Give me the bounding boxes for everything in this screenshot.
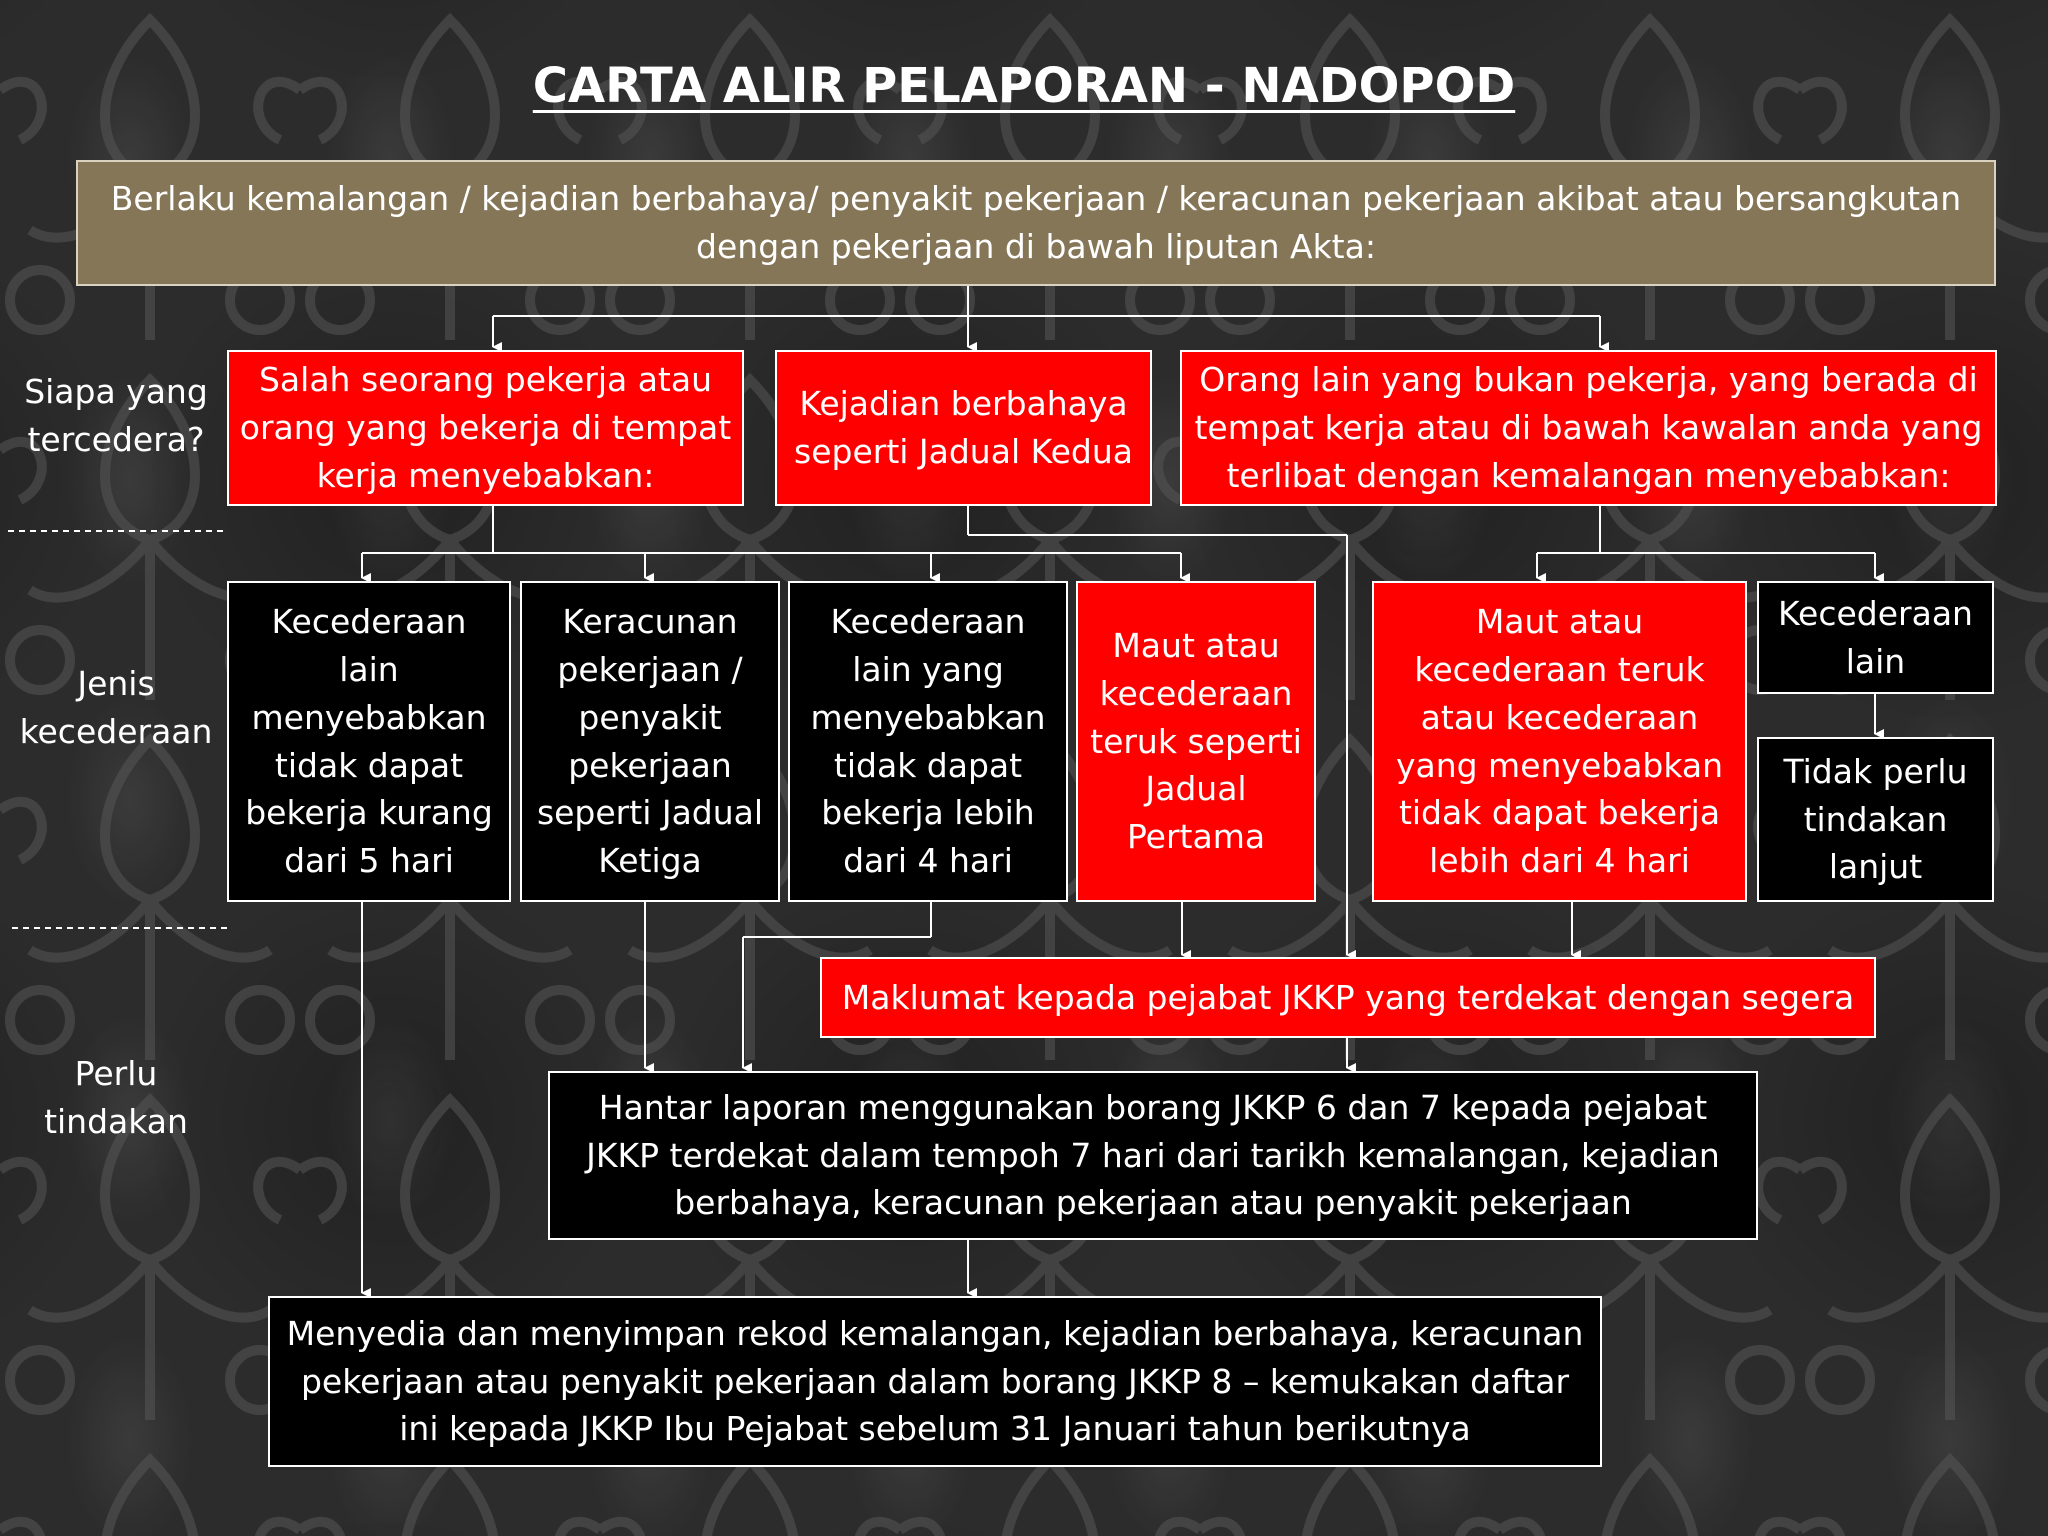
notify-jkkp-text: Maklumat kepada pejabat JKKP yang terdek… <box>841 977 1855 1017</box>
keep-records-text: Menyedia dan menyimpan rekod kemalangan,… <box>286 1313 1584 1449</box>
row-label-action: Perlu tindakan <box>44 1054 188 1141</box>
no-further-action-box: Tidak perlu tindakan lanjut <box>1757 737 1994 902</box>
death-serious-injury-box: Maut atau kecederaan teruk seperti Jadua… <box>1076 581 1316 902</box>
others-text: Orang lain yang bukan pekerja, yang bera… <box>1194 360 1983 495</box>
occupational-poisoning-text: Keracunan pekerjaan / penyakit pekerjaan… <box>536 601 764 881</box>
row-label-injured: Siapa yang tercedera? <box>24 372 208 459</box>
others-other-injury-box: Kecederaan lain <box>1757 581 1994 694</box>
row-label-injury-type: Jenis kecederaan <box>19 664 213 751</box>
applicability-box: Berlaku kemalangan / kejadian berbahaya/… <box>76 160 1996 286</box>
others-death-serious-injury-box: Maut atau kecederaan teruk atau kecedera… <box>1372 581 1747 902</box>
keep-records-box: Menyedia dan menyimpan rekod kemalangan,… <box>268 1296 1602 1467</box>
injury-less-than-5-days-box: Kecederaan lain menyebabkan tidak dapat … <box>227 581 511 902</box>
dangerous-occurrence-text: Kejadian berbahaya seperti Jadual Kedua <box>794 384 1133 471</box>
others-death-serious-injury-text: Maut atau kecederaan teruk atau kecedera… <box>1395 601 1724 881</box>
notify-jkkp-box: Maklumat kepada pejabat JKKP yang terdek… <box>820 957 1876 1038</box>
others-box: Orang lain yang bukan pekerja, yang bera… <box>1180 350 1997 506</box>
dangerous-occurrence-box: Kejadian berbahaya seperti Jadual Kedua <box>775 350 1152 506</box>
page-title: CARTA ALIR PELAPORAN - NADOPOD <box>532 58 1516 114</box>
injury-more-than-4-days-box: Kecederaan lain yang menyebabkan tidak d… <box>788 581 1068 902</box>
no-further-action-text: Tidak perlu tindakan lanjut <box>1783 751 1968 887</box>
worker-text: Salah seorang pekerja atau orang yang be… <box>239 360 732 495</box>
worker-box: Salah seorang pekerja atau orang yang be… <box>227 350 744 506</box>
applicability-text: Berlaku kemalangan / kejadian berbahaya/… <box>110 179 1962 266</box>
submit-report-text: Hantar laporan menggunakan borang JKKP 6… <box>586 1087 1720 1223</box>
death-serious-injury-text: Maut atau kecederaan teruk seperti Jadua… <box>1090 625 1302 857</box>
submit-report-box: Hantar laporan menggunakan borang JKKP 6… <box>548 1071 1758 1240</box>
occupational-poisoning-box: Keracunan pekerjaan / penyakit pekerjaan… <box>520 581 780 902</box>
others-other-injury-text: Kecederaan lain <box>1778 593 1973 681</box>
injury-more-than-4-days-text: Kecederaan lain yang menyebabkan tidak d… <box>810 601 1046 881</box>
injury-less-than-5-days-text: Kecederaan lain menyebabkan tidak dapat … <box>245 601 493 881</box>
